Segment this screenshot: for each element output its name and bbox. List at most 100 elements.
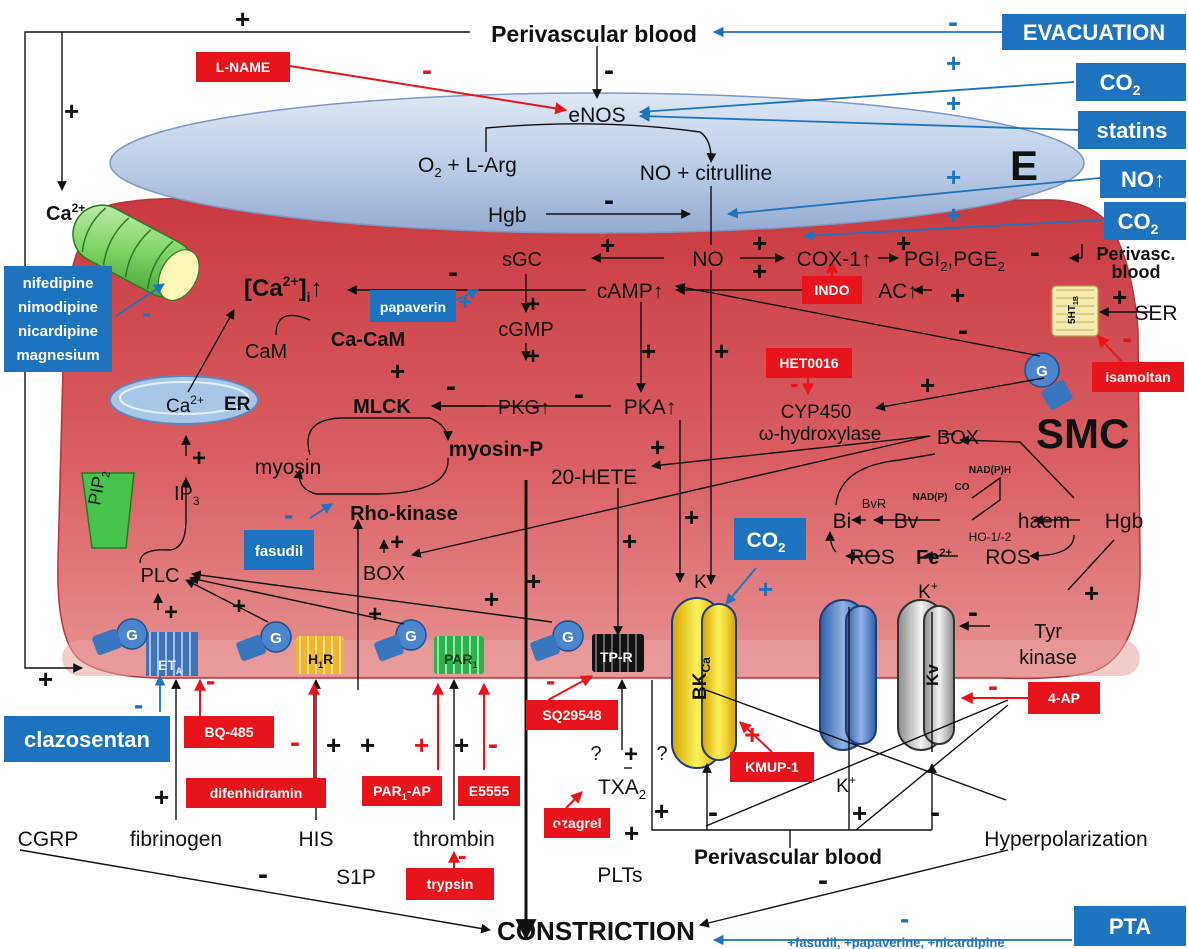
label-pkg: PKG↑ [498,397,550,419]
plus-sign-red: + [414,730,429,760]
label-ros-right: ROS [985,546,1031,569]
label-box-right: BOX [937,427,979,449]
k-channel-blue [820,600,876,750]
minus-sign: - [574,378,584,411]
fasudil-box[interactable]: fasudil [244,530,314,570]
no-up-box[interactable]: NO↑ [1100,160,1186,198]
label-hyperpolarization: Hyperpolarization [984,828,1147,851]
label-mlck: MLCK [353,396,411,418]
svg-text:nifedipine: nifedipine [23,275,94,292]
four-ap-box[interactable]: 4-AP [1028,682,1100,714]
minus-sign: - [446,370,456,403]
plus-sign: + [896,228,911,258]
difenhidramin-box[interactable]: difenhidramin [186,778,326,808]
minus-sign-red: - [458,840,467,870]
label-perivasc-blood-right-1: Perivasc. [1096,244,1175,264]
label-nadp: NAD(P) [913,492,948,503]
e5555-box[interactable]: E5555 [458,776,520,806]
label-er: ER [224,394,251,415]
papaverin-box[interactable]: papaverin [370,290,456,322]
bq485-box[interactable]: BQ-485 [184,716,274,748]
ozagrel-box[interactable]: ozagrel [544,808,610,838]
label-cyp450: CYP450 [781,402,852,423]
clazosentan-box[interactable]: clazosentan [4,716,170,762]
plus-sign: + [852,798,867,828]
minus-sign: - [708,796,718,829]
label-question-left: ? [590,743,601,765]
label-txa2: TXA2 [598,776,646,802]
calcium-blockers-box[interactable]: nifedipine nimodipine nicardipine magnes… [4,266,112,372]
plus-sign-blue: + [758,574,773,604]
svg-text:EVACUATION: EVACUATION [1023,20,1165,45]
label-thrombin: thrombin [413,828,495,851]
statins-box[interactable]: statins [1078,111,1186,149]
label-rho-kinase: Rho-kinase [350,503,458,525]
plus-sign: + [390,529,404,556]
label-20hete: 20-HETE [551,466,637,489]
plus-sign: + [38,664,53,694]
plus-sign: + [526,291,540,318]
isamoltan-box[interactable]: isamoltan [1092,362,1184,392]
minus-sign-blue: - [284,499,293,530]
plus-sign: + [920,370,935,400]
minus-sign-blue: - [142,297,151,328]
label-constriction: CONSTRICTION [497,916,695,946]
label-box-mid: BOX [363,563,405,585]
label-smc-mark: SMC [1036,410,1129,457]
het0016-box[interactable]: HET0016 [766,348,852,378]
plus-sign: + [232,593,246,620]
minus-sign-red: - [988,670,998,703]
label-camp: cAMP↑ [597,280,664,303]
label-pka: PKA↑ [624,396,677,419]
minus-sign: - [1030,236,1040,269]
kmup1-box[interactable]: KMUP-1 [730,752,814,782]
minus-sign: - [604,54,614,87]
plus-sign: + [360,730,375,760]
co2-box-smc[interactable]: CO2 [734,518,806,560]
label-tyr-kinase-1: Tyr [1034,621,1062,643]
label-perivascular-blood-bottom: Perivascular blood [694,846,882,869]
label-cox1: COX-1↑ [797,248,872,271]
label-hgb-right: Hgb [1105,510,1144,533]
svg-text:PTA: PTA [1109,914,1151,939]
sq29548-box[interactable]: SQ29548 [526,700,618,730]
svg-text:SQ29548: SQ29548 [542,707,601,723]
svg-text:E5555: E5555 [469,783,510,799]
label-tpr: TP-R [600,649,633,665]
minus-sign-red: - [556,809,565,840]
svg-text:NO↑: NO↑ [1121,167,1165,192]
l-name-box[interactable]: L-NAME [196,52,290,82]
svg-text:KMUP-1: KMUP-1 [745,759,799,775]
plus-sign: + [684,502,699,532]
plus-sign: + [600,230,615,260]
label-s1p: S1P [336,866,376,889]
label-tyr-kinase-2: kinase [1019,647,1077,669]
label-bi: Bi [833,510,852,533]
plus-sign-blue: + [946,48,961,78]
svg-text:nimodipine: nimodipine [18,299,98,316]
indo-box[interactable]: INDO [802,276,862,304]
trypsin-box[interactable]: trypsin [406,868,494,900]
minus-sign-red: - [814,260,823,290]
minus-sign: - [258,858,268,891]
pta-box[interactable]: PTA [1074,906,1186,946]
svg-text:clazosentan: clazosentan [24,727,150,752]
label-ros-left: ROS [849,546,895,569]
co2-box-mid[interactable]: CO2 [1104,202,1186,240]
plus-sign: + [650,432,665,462]
plus-sign: + [714,336,729,366]
g-protein-label: G [1036,363,1048,380]
plus-sign: + [752,228,767,258]
svg-text:nicardipine: nicardipine [18,323,98,340]
plus-sign: + [654,796,669,826]
co2-box-top[interactable]: CO2 [1076,63,1186,101]
plus-sign: + [624,741,638,768]
evacuation-box[interactable]: EVACUATION [1002,14,1186,50]
minus-sign: - [968,596,978,629]
minus-sign-blue: - [900,903,909,934]
minus-sign-red: - [488,728,498,761]
par1-ap-box[interactable]: PAR1-AP [362,776,442,806]
label-plc: PLC [141,565,180,587]
